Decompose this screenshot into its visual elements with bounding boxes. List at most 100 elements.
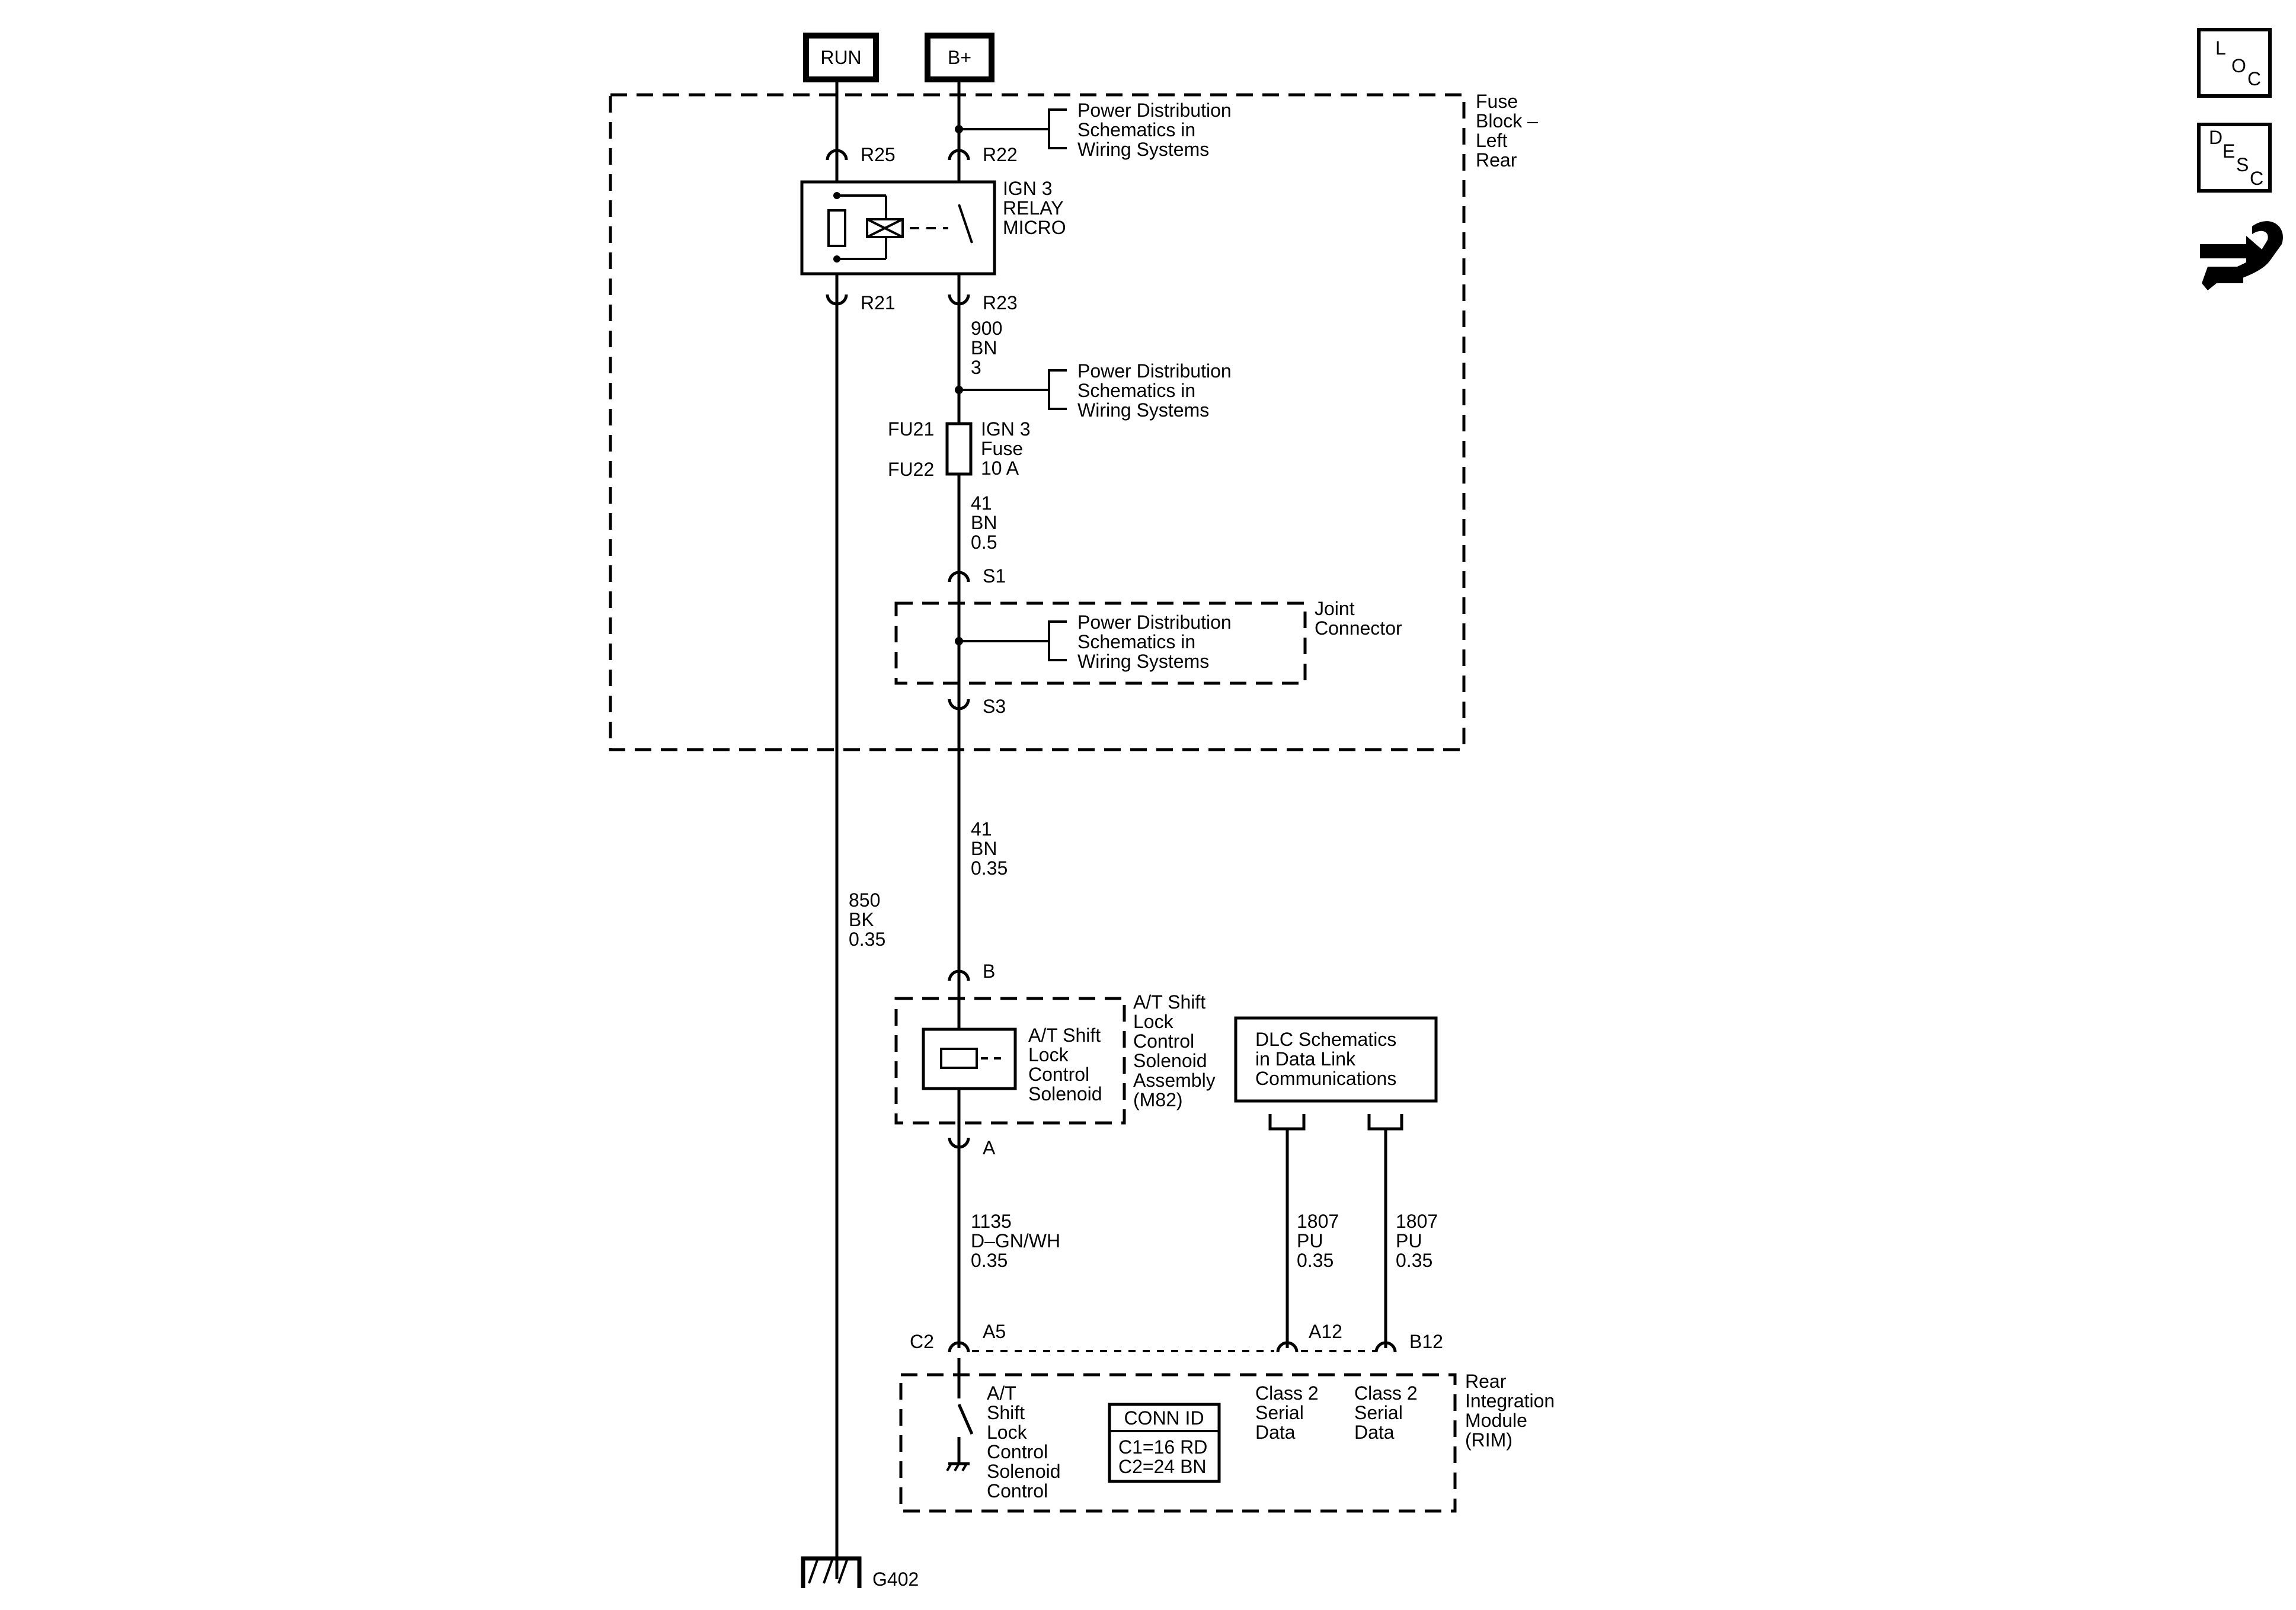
pin-a: [948, 1137, 970, 1149]
svg-text:41: 41: [971, 492, 992, 514]
svg-text:Data: Data: [1354, 1422, 1395, 1443]
svg-text:Control: Control: [987, 1480, 1048, 1502]
solenoid-inner-label: A/T Shift Lock Control Solenoid: [1028, 1025, 1102, 1105]
svg-text:PU: PU: [1297, 1230, 1323, 1251]
svg-text:BK: BK: [849, 909, 874, 930]
svg-text:Control: Control: [987, 1441, 1048, 1462]
conn-id-c2: C2=24 BN: [1118, 1456, 1207, 1477]
pin-s1: [948, 571, 970, 582]
class2-label-b: Class 2 Serial Data: [1354, 1382, 1418, 1443]
svg-text:C: C: [2247, 68, 2261, 89]
svg-text:in Data Link: in Data Link: [1255, 1048, 1356, 1070]
fuse-name: IGN 3 Fuse 10 A: [981, 418, 1031, 479]
svg-text:IGN 3: IGN 3: [1003, 178, 1053, 199]
class2-label-a: Class 2 Serial Data: [1255, 1382, 1319, 1443]
fuse-pin-fu22: FU22: [888, 459, 934, 480]
dlc-reference-box: [1234, 1016, 1438, 1103]
pin-a-label: A: [983, 1137, 996, 1158]
svg-text:DLC Schematics: DLC Schematics: [1255, 1029, 1396, 1050]
svg-text:D–GN/WH: D–GN/WH: [971, 1230, 1060, 1251]
wire-1807b-label: 1807 PU 0.35: [1396, 1211, 1438, 1271]
svg-text:0.35: 0.35: [1297, 1250, 1334, 1271]
wire-41a-label: 41 BN 0.5: [971, 492, 997, 553]
pin-b12: [1374, 1341, 1397, 1353]
dlc-reference-text: DLC Schematics in Data Link Communicatio…: [1255, 1029, 1396, 1089]
power-dist-ref-2: Power Distribution Schematics in Wiring …: [955, 360, 1232, 421]
conn-id-c1: C1=16 RD: [1118, 1436, 1207, 1458]
loc-icon[interactable]: L O C: [2197, 28, 2272, 98]
svg-text:BN: BN: [971, 838, 997, 859]
pin-a5-label: A5: [983, 1321, 1006, 1342]
power-dist-ref-1: Power Distribution Schematics in Wiring …: [955, 100, 1232, 160]
svg-text:1807: 1807: [1297, 1211, 1339, 1232]
rim-switch-label: A/T Shift Lock Control Solenoid Control: [987, 1382, 1061, 1502]
svg-text:Schematics in: Schematics in: [1077, 119, 1195, 140]
svg-text:IGN 3: IGN 3: [981, 418, 1031, 440]
svg-text:1135: 1135: [971, 1211, 1012, 1232]
pin-r22-label: R22: [983, 144, 1018, 165]
svg-text:Wiring Systems: Wiring Systems: [1077, 399, 1209, 421]
desc-icon[interactable]: D E S C: [2197, 123, 2272, 193]
svg-text:O: O: [2231, 55, 2246, 76]
svg-text:E: E: [2223, 140, 2235, 162]
svg-text:Assembly: Assembly: [1133, 1070, 1216, 1091]
svg-text:Class 2: Class 2: [1255, 1382, 1319, 1404]
svg-text:BN: BN: [971, 337, 997, 359]
svg-text:Class 2: Class 2: [1354, 1382, 1418, 1404]
pin-a12: [1276, 1341, 1299, 1353]
fuse-pin-fu21: FU21: [888, 418, 934, 440]
svg-text:0.35: 0.35: [849, 929, 885, 950]
svg-text:Block –: Block –: [1476, 110, 1538, 132]
svg-text:C: C: [2250, 168, 2263, 189]
svg-text:(M82): (M82): [1133, 1089, 1183, 1110]
wire-41b-label: 41 BN 0.35: [971, 818, 1008, 879]
joint-connector-title: Joint Connector: [1315, 598, 1402, 639]
svg-text:Control: Control: [1028, 1064, 1089, 1085]
pin-b: [948, 969, 970, 981]
svg-text:(RIM): (RIM): [1465, 1429, 1512, 1451]
rim-title: Rear Integration Module (RIM): [1465, 1371, 1555, 1451]
solenoid-coil: [940, 1048, 978, 1069]
dlc-connector-1: [1268, 1114, 1306, 1131]
svg-text:Integration: Integration: [1465, 1390, 1555, 1411]
pin-s3-label: S3: [983, 696, 1006, 717]
svg-text:3: 3: [971, 357, 981, 378]
svg-text:Schematics in: Schematics in: [1077, 380, 1195, 401]
fuse-block-title: Fuse Block – Left Rear: [1476, 91, 1538, 171]
rim-outline: [899, 1373, 1457, 1513]
joint-connector-outline: [894, 601, 1307, 685]
pin-s3: [948, 699, 970, 710]
conn-id-title: CONN ID: [1124, 1407, 1204, 1429]
pin-a5: [948, 1341, 970, 1353]
ign3-relay: [800, 180, 996, 276]
svg-text:41: 41: [971, 818, 992, 840]
ground-g402-icon: [801, 1556, 862, 1588]
rim-switch-ground-icon: [946, 1462, 970, 1472]
svg-text:Solenoid: Solenoid: [1133, 1050, 1207, 1071]
run-terminal: RUN: [803, 33, 879, 82]
wire-1135-label: 1135 D–GN/WH 0.35: [971, 1211, 1060, 1271]
wire-1807a-label: 1807 PU 0.35: [1297, 1211, 1339, 1271]
svg-text:Wiring Systems: Wiring Systems: [1077, 651, 1209, 672]
svg-text:0.35: 0.35: [1396, 1250, 1432, 1271]
svg-text:0.35: 0.35: [971, 1250, 1008, 1271]
svg-text:Fuse: Fuse: [1476, 91, 1518, 112]
svg-text:10 A: 10 A: [981, 457, 1019, 479]
wire-850-label: 850 BK 0.35: [849, 889, 885, 950]
svg-text:Serial: Serial: [1255, 1402, 1304, 1423]
pin-r23-label: R23: [983, 292, 1018, 313]
conn-id-table: CONN ID C1=16 RD C2=24 BN: [1108, 1403, 1221, 1483]
svg-text:850: 850: [849, 889, 880, 911]
wrench-arrows-icon[interactable]: [2200, 221, 2283, 290]
svg-text:Shift: Shift: [987, 1402, 1025, 1423]
pin-r25-label: R25: [861, 144, 896, 165]
pin-r21: [826, 294, 848, 306]
bplus-label: B+: [948, 47, 971, 68]
svg-text:Power Distribution: Power Distribution: [1077, 360, 1232, 382]
rim-c2-label: C2: [910, 1331, 934, 1352]
svg-text:Rear: Rear: [1465, 1371, 1507, 1392]
pin-b12-label: B12: [1409, 1331, 1443, 1352]
bplus-terminal: B+: [925, 33, 994, 82]
svg-text:Connector: Connector: [1315, 617, 1402, 639]
svg-text:Left: Left: [1476, 130, 1507, 151]
